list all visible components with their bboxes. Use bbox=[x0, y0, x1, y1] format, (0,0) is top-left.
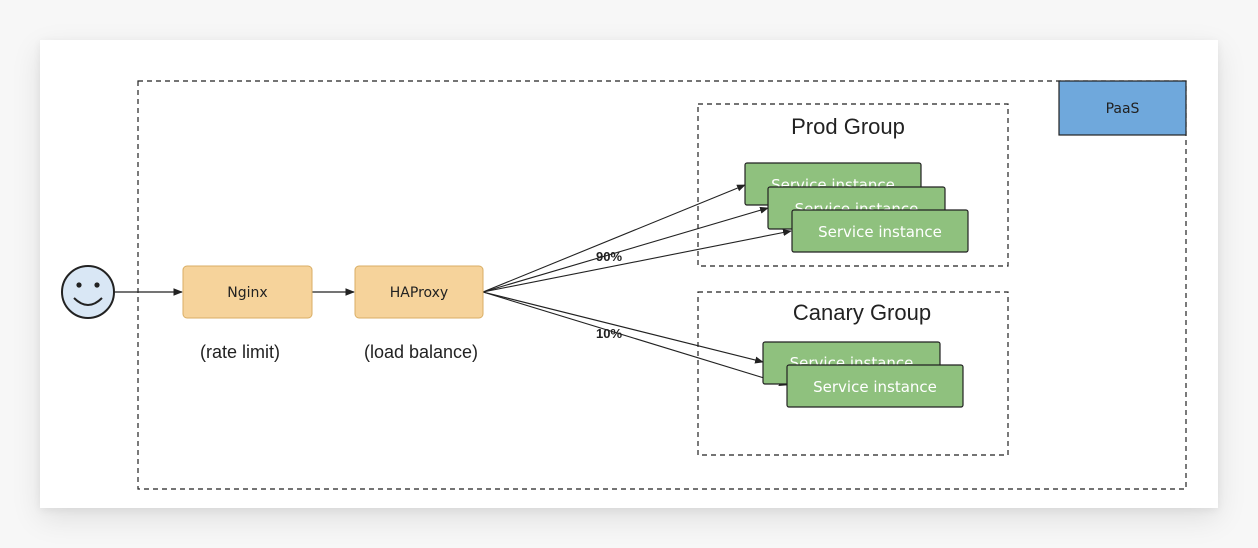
edge-haproxy-to-canary-1 bbox=[482, 291, 764, 364]
paas-boundary bbox=[137, 80, 1187, 490]
svg-text:Service instance: Service instance bbox=[818, 223, 942, 241]
nginx-node: Nginx bbox=[182, 265, 313, 319]
canary-instance: Service instance bbox=[786, 364, 964, 408]
svg-text:Service instance: Service instance bbox=[813, 378, 937, 396]
prod-instance: Service instance bbox=[791, 209, 969, 253]
nginx-caption: (rate limit) bbox=[200, 342, 280, 362]
edge-haproxy-to-canary-2 bbox=[482, 291, 788, 387]
haproxy-caption: (load balance) bbox=[364, 342, 478, 362]
nginx-label: Nginx bbox=[227, 285, 267, 301]
haproxy-node: HAProxy bbox=[354, 265, 484, 319]
prod-group-title: Prod Group bbox=[791, 114, 905, 139]
edge-haproxy-to-prod-2 bbox=[482, 206, 769, 293]
edge-haproxy-to-prod-1 bbox=[482, 184, 746, 293]
canary-group-boundary bbox=[697, 291, 1009, 456]
smiley-face-icon bbox=[61, 265, 115, 319]
prod-group-boundary bbox=[697, 103, 1009, 267]
haproxy-label: HAProxy bbox=[390, 285, 448, 301]
paas-label: PaaS bbox=[1106, 101, 1140, 117]
canary-group-title: Canary Group bbox=[793, 300, 931, 325]
prod-traffic-label: 90% bbox=[596, 249, 622, 264]
canary-traffic-label: 10% bbox=[596, 326, 622, 341]
edge-haproxy-to-prod-3 bbox=[482, 229, 792, 293]
paas-label-box: PaaS bbox=[1058, 80, 1187, 136]
